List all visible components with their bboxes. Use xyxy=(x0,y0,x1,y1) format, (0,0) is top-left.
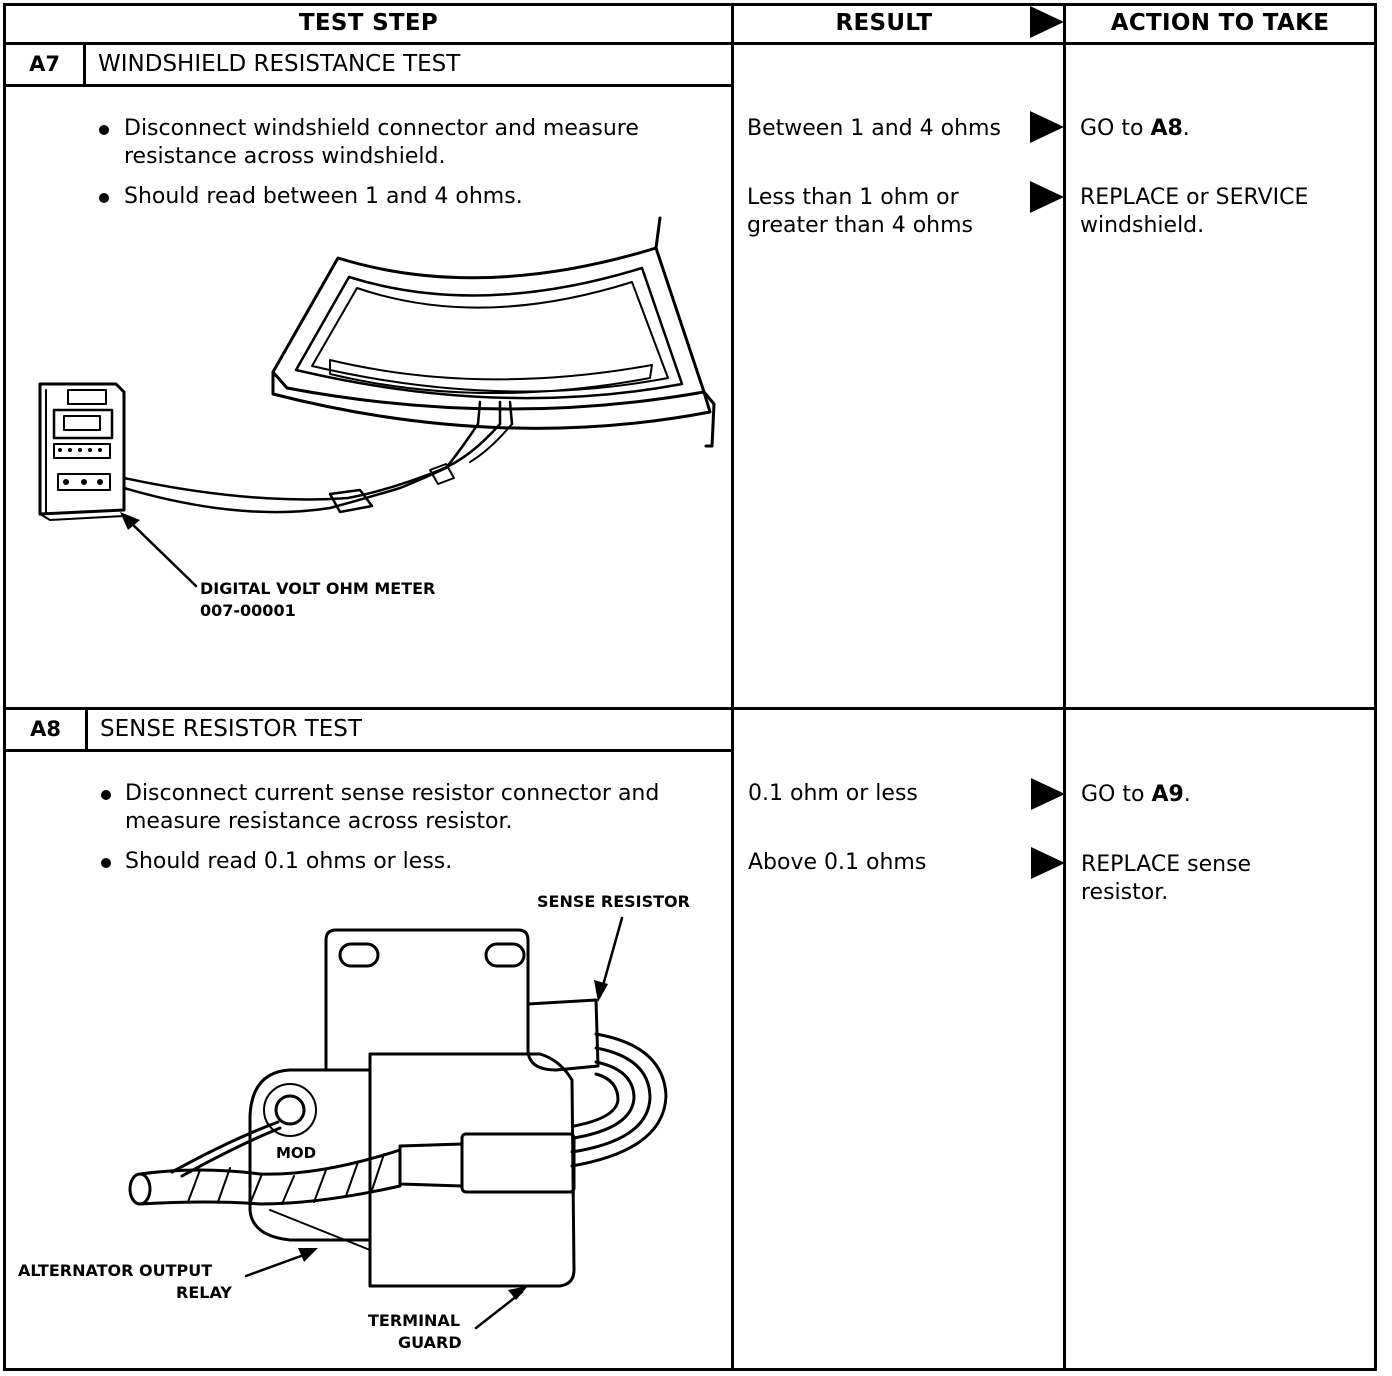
a8-result-2: Above 0.1 ohms xyxy=(748,850,927,875)
column-divider-1 xyxy=(731,3,734,1371)
a7-result-2-line-1: Less than 1 ohm or xyxy=(747,185,959,210)
alternator-output-relay xyxy=(368,1052,576,1288)
table-border-bottom xyxy=(3,1368,1377,1371)
sense-resistor-label: SENSE RESISTOR xyxy=(537,892,690,911)
step-a8-title-rule xyxy=(3,749,734,752)
a7-instruction-2: Should read between 1 and 4 ohms. xyxy=(124,184,523,209)
dvom-label-line-2: 007-00001 xyxy=(200,601,296,620)
a8-action-1-suffix: . xyxy=(1183,782,1191,807)
mod-terminal xyxy=(274,1094,306,1126)
header-bottom-rule xyxy=(3,42,1377,45)
a7-action-2-line-2: windshield. xyxy=(1080,213,1205,238)
sense-resistor-relay-illustration xyxy=(128,916,668,1330)
alternator-label-line-2: RELAY xyxy=(176,1283,232,1302)
alternator-label-line-1: ALTERNATOR OUTPUT xyxy=(18,1261,213,1280)
wiring-harness xyxy=(138,1148,402,1176)
step-a7-id-divider xyxy=(83,44,86,86)
table-border-right xyxy=(1374,3,1377,1371)
a8-action-2-line-2: resistor. xyxy=(1081,880,1169,905)
table-border-left xyxy=(3,3,6,1371)
a7-instruction-1-line-1: Disconnect windshield connector and meas… xyxy=(124,116,639,141)
bullet-icon xyxy=(99,125,109,135)
a7-result-2-line-2: greater than 4 ohms xyxy=(747,213,974,238)
a8-instruction-1-line-1: Disconnect current sense resistor connec… xyxy=(125,781,660,806)
a7-action-1-step-ref: A8 xyxy=(1150,116,1183,141)
a8-result-2-arrow-icon xyxy=(1031,847,1065,879)
a8-action-1-prefix: GO to xyxy=(1081,782,1152,807)
a8-action-1-step-ref: A9 xyxy=(1151,782,1184,807)
a7-action-1: GO to A8. xyxy=(1080,115,1190,143)
windshield-dvom-illustration xyxy=(38,216,716,588)
step-a8-id-divider xyxy=(85,709,88,751)
a7-result-1: Between 1 and 4 ohms xyxy=(747,116,1001,141)
a8-instruction-2: Should read 0.1 ohms or less. xyxy=(125,849,453,874)
sense-resistor xyxy=(526,998,600,1072)
digital-volt-ohm-meter xyxy=(38,382,126,516)
mod-label: MOD xyxy=(276,1144,317,1162)
column-divider-2 xyxy=(1063,3,1066,1371)
bullet-icon xyxy=(101,858,111,868)
header-arrow-icon xyxy=(1030,6,1064,38)
step-a7-title-rule xyxy=(3,84,734,87)
a8-action-1: GO to A9. xyxy=(1081,781,1191,809)
a7-action-1-prefix: GO to xyxy=(1080,116,1151,141)
a7-action-1-suffix: . xyxy=(1182,116,1190,141)
a7-result-1-arrow-icon xyxy=(1030,111,1064,143)
mounting-bracket xyxy=(324,928,530,1070)
bullet-icon xyxy=(101,790,111,800)
header-result: RESULT xyxy=(835,10,933,36)
step-a8-id: A8 xyxy=(30,717,61,741)
a7-result-2-arrow-icon xyxy=(1030,181,1064,213)
terminal-guard-label-line-2: GUARD xyxy=(398,1333,462,1352)
a8-action-2-line-1: REPLACE sense xyxy=(1081,852,1252,877)
step-a7-id: A7 xyxy=(29,52,60,76)
header-test-step: TEST STEP xyxy=(298,10,439,36)
a7-action-2-line-1: REPLACE or SERVICE xyxy=(1080,185,1309,210)
test-lead xyxy=(122,422,480,514)
dvom-label-line-1: DIGITAL VOLT OHM METER xyxy=(200,579,436,598)
terminal-guard-label-line-1: TERMINAL xyxy=(368,1311,461,1330)
a7-instruction-1-line-2: resistance across windshield. xyxy=(124,144,446,169)
connector xyxy=(460,1132,576,1194)
a8-result-1: 0.1 ohm or less xyxy=(748,781,918,806)
a8-result-1-arrow-icon xyxy=(1031,778,1065,810)
a8-instruction-1-line-2: measure resistance across resistor. xyxy=(125,809,513,834)
header-action: ACTION TO TAKE xyxy=(1110,10,1330,36)
bullet-icon xyxy=(99,193,109,203)
step-a7-title: WINDSHIELD RESISTANCE TEST xyxy=(98,51,461,77)
table-border-top xyxy=(3,3,1377,6)
step-a8-title: SENSE RESISTOR TEST xyxy=(100,716,362,742)
step-separator-rule xyxy=(3,707,1377,710)
